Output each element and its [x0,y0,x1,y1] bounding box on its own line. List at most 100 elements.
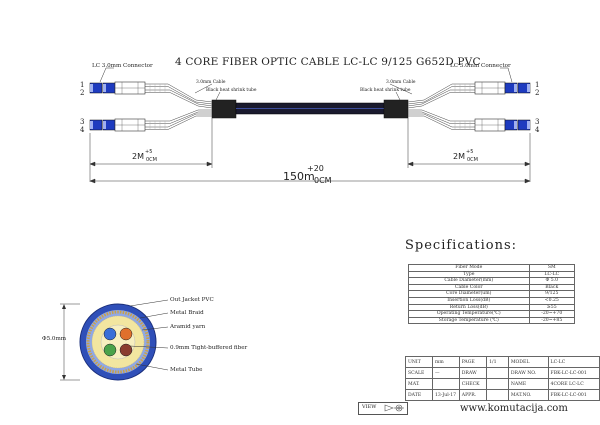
dim-total-value: 150m [283,170,315,183]
title-block-cell [486,367,509,379]
view-symbols [384,404,404,412]
dim-right-tol-down: 0CM [467,157,478,163]
callout-aramid: Aramid yarn [170,324,206,330]
title-block-cell: PAGE [458,356,488,368]
title-block-cell [432,378,460,390]
dim-right-value: 2M [453,152,465,161]
title-block-cell: MODEL [507,356,549,368]
callout-metal-tube: Metal Tube [170,367,203,373]
title-block-cell: 1/1 [486,356,509,368]
right-heat-shrink-tube [383,99,409,119]
right-tube-label: Black heat shrink tube [360,88,411,93]
spec-key: Cable Diameter(mm) [408,277,530,285]
spec-value: -20~+70 [528,310,576,318]
spec-value: -20~+85 [528,316,576,325]
diameter-label: Φ5.0mm [42,336,67,342]
right-connectors [383,81,531,132]
view-box [358,402,408,415]
spec-row: Cable Diameter(mm)Φ 5.0 [408,277,576,285]
title-block-cell: APPR. [458,389,488,401]
title-block-cell: CHECK [458,378,488,390]
view-label: VIEW [362,404,377,410]
spec-key: Fiber Mode [408,264,530,272]
port-number-right-4: 4 [535,126,540,134]
main-cable [235,102,385,115]
website-watermark: www.komutacija.com [460,403,568,414]
title-block-cell: NAME [507,378,549,390]
port-number-right-1: 1 [535,81,540,89]
drawing-title: 4 CORE FIBER OPTIC CABLE LC-LC 9/125 G65… [175,56,481,68]
spec-row: Return Loss(dB)≥55 [408,303,576,312]
title-block-cell [486,389,509,401]
dim-left-value: 2M [132,152,144,161]
title-block-cell: MAT. [405,378,433,390]
callout-jacket: Out Jacket PVC [170,297,214,303]
right-cable-label: 3.0mm Cable [386,80,416,85]
title-block-cell: DRAW NO. [507,367,549,379]
left-tube-label: Black heat shrink tube [206,88,257,93]
title-block-cell: UNIT [405,356,433,368]
title-block-cell [486,378,509,390]
title-block-cell: LC-LC [547,356,600,368]
title-block-cell: DATE [405,389,433,401]
dimension-lines [89,118,531,184]
port-number-left-1: 1 [80,81,85,89]
spec-key: Operating Temperature(℃) [408,310,530,318]
port-number-left-4: 4 [80,126,85,134]
leader-lines [99,67,513,101]
spec-row: Storage Temperature (℃)-20~+85 [408,316,576,325]
connector-left-1-2 [89,81,146,95]
spec-key: Type [408,270,530,279]
right-connector-label: LC 3.0mm Connector [450,63,511,69]
spec-value: Φ 5.0 [528,277,576,285]
port-number-right-2: 2 [535,89,540,97]
dim-total-tol-down: 0CM [314,176,332,185]
spec-value: LC-LC [528,270,576,279]
callout-braid: Metal Braid [170,310,204,316]
dim-left-tol-down: 0CM [146,157,157,163]
spec-row: Insertion Loss(dB)<0.25 [408,296,576,305]
dim-left-tol-up: +5 [145,149,153,155]
title-block-cell: — [432,367,460,379]
connector-right-3-4 [474,118,531,132]
spec-row: Core Diameter(um)9/125 [408,290,576,298]
spec-row: Operating Temperature(℃)-20~+70 [408,310,576,318]
specifications-title: Specifications: [405,238,517,253]
title-block-cell: 4CORE LC-LC [547,378,600,390]
title-block-cell: MAT.NO. [507,389,549,401]
connector-right-1-2 [474,81,531,95]
spec-key: Insertion Loss(dB) [408,296,530,305]
cable-cross-section [60,299,169,381]
left-cable-label: 3.0mm Cable [196,80,226,85]
dim-right-tol-up: +5 [466,149,474,155]
title-block-cell: 13-Jul-17 [432,389,460,401]
title-block-cell: DRAW [458,367,488,379]
title-block-cell: FBK-LC-LC-001 [547,389,600,401]
spec-value: Black [528,283,576,292]
port-number-left-3: 3 [80,118,85,126]
title-block-cell: SCALE [405,367,433,379]
spec-key: Core Diameter(um) [408,290,530,298]
left-connectors [89,81,237,132]
spec-key: Cable Color [408,283,530,292]
title-block-cell: mm [432,356,460,368]
spec-value: SM [528,264,576,272]
port-number-right-3: 3 [535,118,540,126]
spec-value: ≥55 [528,303,576,312]
title-block-row: SCALE—DRAW DRAW NO.FBK-LC-LC-001 [405,367,600,379]
dim-total-tol-up: +20 [307,164,324,173]
spec-key: Return Loss(dB) [408,303,530,312]
title-block-cell: FBK-LC-LC-001 [547,367,600,379]
left-heat-shrink-tube [211,99,237,119]
spec-value: <0.25 [528,296,576,305]
spec-key: Storage Temperature (℃) [408,316,530,325]
